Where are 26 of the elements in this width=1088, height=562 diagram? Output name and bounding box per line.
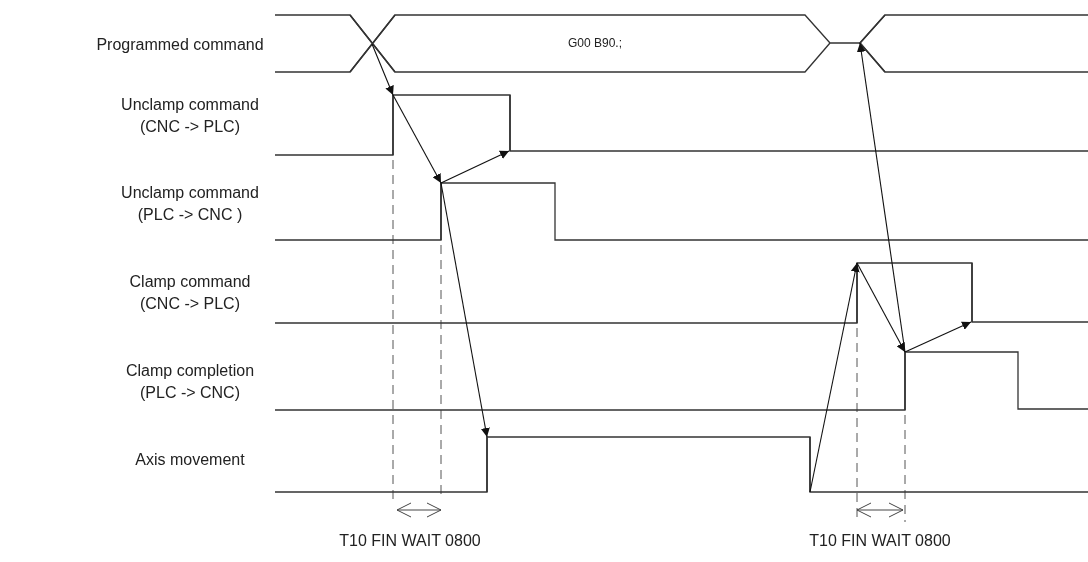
arrow (856, 262, 906, 353)
signal-name: Programmed command (95, 35, 265, 55)
arrow (440, 150, 510, 184)
rising-edge (440, 182, 442, 241)
arrow (371, 43, 394, 96)
bus-value-text: G00 B90.; (568, 36, 622, 50)
signal-name: Unclamp command (CNC -> PLC) (120, 95, 260, 137)
arrow (392, 94, 442, 184)
falling-edge (509, 94, 511, 152)
timing-label: T10 FIN WAIT 0800 (339, 532, 481, 550)
falling-edge (971, 262, 973, 323)
bus-transition (349, 14, 396, 73)
signal-name: Unclamp command (PLC -> CNC ) (120, 183, 260, 225)
timing-label: T10 FIN WAIT 0800 (809, 532, 951, 550)
signal-name: Clamp completion (PLC -> CNC) (124, 361, 256, 403)
signal-name: Axis movement (134, 450, 246, 470)
arrow (856, 42, 906, 353)
rising-edge (904, 351, 906, 411)
arrow (904, 321, 972, 353)
arrow (809, 262, 860, 493)
rising-edge (486, 436, 488, 493)
arrow (440, 182, 490, 438)
signal-name: Clamp command (CNC -> PLC) (128, 272, 252, 314)
bus-transition (858, 14, 886, 73)
falling-edge (809, 436, 811, 493)
rising-edge (392, 94, 394, 156)
